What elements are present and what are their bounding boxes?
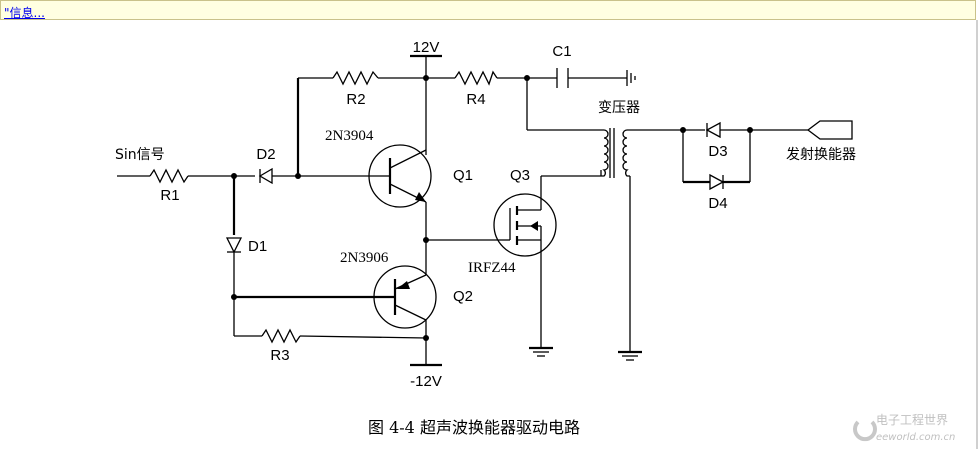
ground-q3: [529, 346, 553, 357]
label-r4: R4: [466, 91, 485, 108]
label-12v: 12V: [413, 39, 440, 56]
resistor-r4: [454, 70, 498, 86]
diode-d3: [705, 121, 721, 139]
label-output: 发射换能器: [786, 146, 856, 163]
resistor-r2: [332, 70, 379, 86]
transistor-q1: [368, 144, 432, 208]
capacitor-c1: [556, 68, 569, 88]
label-r1: R1: [160, 187, 179, 204]
diode-d2: [258, 167, 273, 185]
information-bar-link[interactable]: "信息...: [4, 6, 45, 20]
watermark-logo-icon: [853, 420, 877, 442]
label-q2: Q2: [453, 288, 473, 305]
label-neg12v: -12V: [410, 373, 442, 390]
resistor-r3: [261, 328, 301, 344]
mosfet-q3: [493, 176, 557, 348]
ground-transformer: [618, 350, 642, 361]
watermark-url: eeworld.com.cn: [876, 432, 955, 443]
label-q2-part: 2N3906: [340, 250, 389, 266]
label-q3-part: IRFZ44: [468, 260, 516, 276]
output-terminal: [806, 120, 853, 140]
watermark-title: 电子工程世界: [876, 412, 948, 427]
label-d1: D1: [248, 238, 267, 255]
watermark: 电子工程世界 eeworld.com.cn: [853, 412, 955, 443]
label-q1-part: 2N3904: [325, 128, 374, 144]
label-c1: C1: [552, 43, 571, 60]
node-12v: [423, 75, 429, 81]
label-transformer: 变压器: [598, 100, 640, 116]
label-d3: D3: [708, 143, 727, 160]
label-q3: Q3: [510, 167, 530, 184]
label-r3: R3: [270, 347, 289, 364]
figure-caption: 图 4-4 超声波换能器驱动电路: [368, 418, 580, 437]
transformer: [600, 128, 630, 178]
diode-d4: [709, 173, 725, 191]
information-bar[interactable]: "信息...: [0, 0, 976, 20]
label-d4: D4: [708, 195, 727, 212]
diode-d1: [225, 237, 243, 254]
label-q1: Q1: [453, 167, 473, 184]
resistor-r1: [149, 168, 189, 184]
label-r2: R2: [346, 91, 365, 108]
ground-c1: [626, 70, 636, 86]
label-input: Sin信号: [115, 147, 165, 163]
label-d2: D2: [256, 146, 275, 163]
window-frame-edge: [976, 20, 978, 449]
